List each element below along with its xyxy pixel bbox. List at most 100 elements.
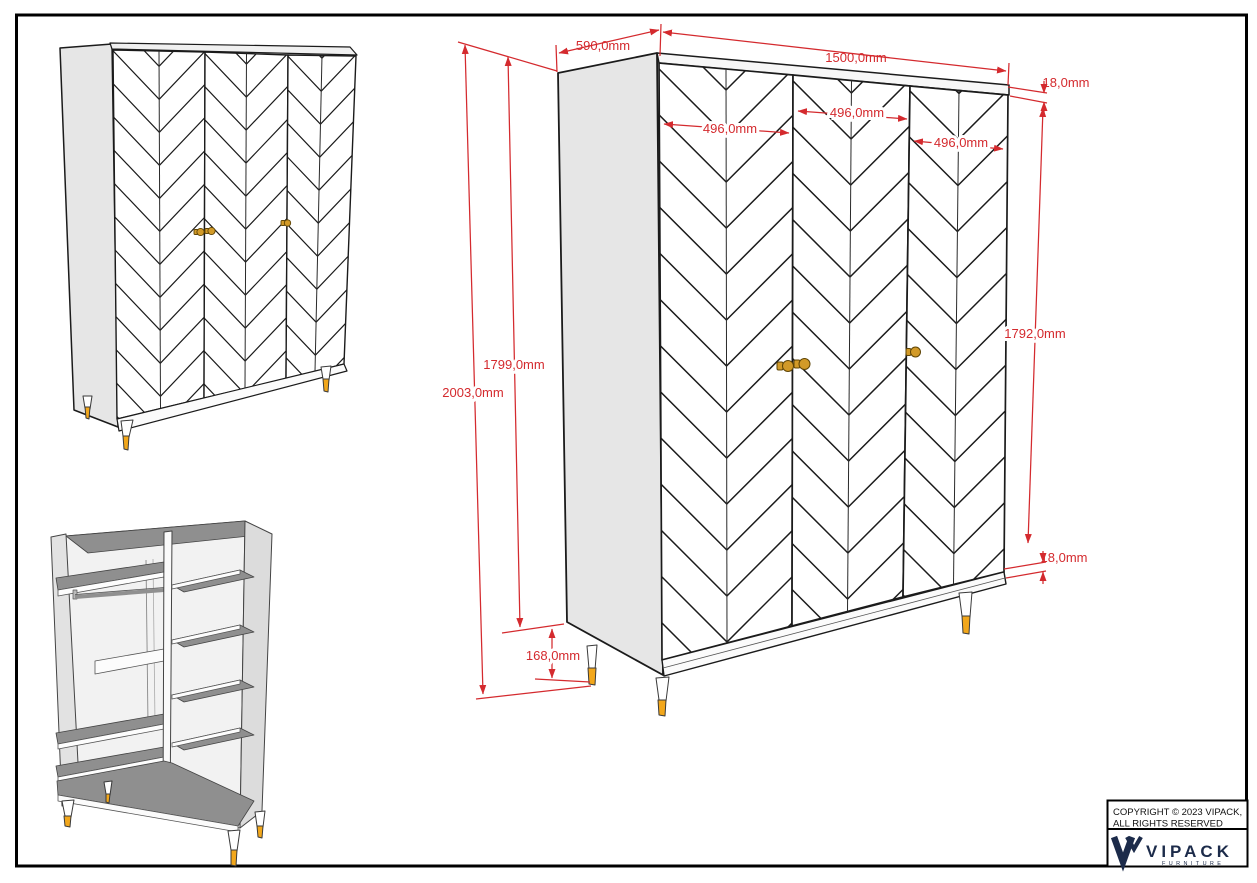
dimension-line bbox=[1005, 570, 1047, 579]
dimension-line bbox=[797, 108, 908, 122]
hanging-rail-edge bbox=[74, 587, 165, 595]
legs bbox=[61, 780, 266, 867]
dimension-line bbox=[461, 44, 487, 695]
dimension-label: 2003,0mm bbox=[442, 385, 503, 400]
dimension-line bbox=[504, 56, 524, 628]
chevron-line bbox=[792, 566, 910, 626]
dimension-body-height: 1799,0mm bbox=[480, 56, 548, 628]
dimension-line bbox=[663, 121, 790, 136]
leg-gold-tip bbox=[84, 406, 91, 420]
brand-name: VIPACK bbox=[1146, 842, 1233, 861]
logo-small-v bbox=[1125, 835, 1143, 854]
leg bbox=[120, 419, 134, 438]
brand-subtitle: FURNITURE bbox=[1162, 861, 1224, 867]
legs bbox=[586, 591, 973, 717]
dimension-depth: 590,0mm bbox=[555, 23, 662, 73]
shelf-edge bbox=[171, 569, 241, 590]
knob-icon bbox=[782, 360, 794, 372]
dimension-label: 496,0mm bbox=[703, 121, 757, 136]
dimension-door2-width: 496,0mm bbox=[797, 102, 908, 123]
leg-gold-tip bbox=[256, 825, 264, 839]
dimension-width: 1500,0mm bbox=[662, 29, 1010, 86]
door-panel-3 bbox=[902, 85, 1009, 598]
page-border bbox=[15, 13, 1248, 868]
dimension-line bbox=[558, 28, 660, 55]
door-knobs bbox=[776, 346, 921, 372]
chevron-line bbox=[777, 0, 925, 1]
copyright-line-2: ALL RIGHTS RESERVED bbox=[1113, 819, 1223, 830]
door-center-seam bbox=[314, 55, 323, 372]
interior-wardrobe-view bbox=[50, 520, 273, 867]
dimension-line bbox=[1007, 86, 1048, 94]
leg bbox=[254, 810, 266, 828]
chevron-line bbox=[888, 0, 1023, 48]
dimension-label: 496,0mm bbox=[934, 135, 988, 150]
dimension-annotations: 590,0mm 1500,0mm 496,0mm 496,0mm 496,0mm 18,0… bbox=[439, 23, 1090, 700]
leg-gold-tip bbox=[230, 849, 238, 867]
leg-gold-tip bbox=[587, 667, 597, 686]
dimension-top-thickness: 18,0mm bbox=[1007, 75, 1090, 115]
leg-gold-tip bbox=[63, 815, 72, 828]
chevron-line bbox=[888, 0, 1023, 2]
knob-icon bbox=[207, 226, 216, 236]
side-panel bbox=[557, 52, 664, 676]
dimension-door3-width: 496,0mm bbox=[913, 132, 1004, 153]
dimension-line bbox=[555, 44, 558, 73]
main-dimension-view bbox=[557, 0, 1023, 717]
door-knobs bbox=[193, 219, 292, 237]
chevron-line bbox=[98, 0, 220, 33]
leg-gold-tip bbox=[322, 378, 330, 393]
dimension-line bbox=[501, 623, 565, 634]
knob-icon bbox=[798, 358, 811, 370]
side-panel bbox=[59, 43, 119, 428]
dimension-total-height: 2003,0mm bbox=[439, 44, 507, 695]
dimension-label: 1799,0mm bbox=[483, 357, 544, 372]
leg-gold-tip bbox=[122, 435, 130, 451]
knob-icon bbox=[196, 227, 205, 237]
dimension-bottom-thickness: 18,0mm bbox=[1003, 550, 1087, 584]
chevron-line bbox=[271, 0, 371, 25]
vipack-logo-icon bbox=[1110, 835, 1143, 872]
chevron-line bbox=[777, 0, 925, 47]
leg bbox=[958, 591, 973, 618]
right-column-shelves bbox=[171, 569, 255, 751]
dimension-label: 168,0mm bbox=[526, 648, 580, 663]
dimension-door-height: 1792,0mm bbox=[1001, 107, 1069, 544]
leg bbox=[320, 365, 332, 381]
dimension-line bbox=[662, 29, 1007, 74]
shelf-edge bbox=[171, 679, 241, 700]
dimension-extension-lines bbox=[457, 41, 592, 700]
hanging-rail bbox=[74, 588, 165, 599]
back-divider-edge bbox=[152, 558, 156, 724]
dimension-line bbox=[1024, 107, 1047, 544]
vipack-logo: VIPACK FURNITURE bbox=[1110, 835, 1233, 872]
bottom-board bbox=[116, 363, 348, 432]
top-panel bbox=[109, 42, 358, 56]
door-center-seam bbox=[158, 50, 161, 409]
copyright-line-1: COPYRIGHT © 2023 VIPACK, bbox=[1113, 807, 1242, 818]
dimension-line bbox=[1009, 95, 1048, 104]
dimension-label: 1500,0mm bbox=[825, 50, 886, 65]
leg-gold-tip bbox=[961, 615, 971, 635]
knob-icon bbox=[283, 219, 292, 227]
legs bbox=[82, 365, 332, 451]
chevron-line bbox=[903, 529, 1008, 597]
dimension-line bbox=[659, 23, 662, 57]
dimension-leg-height: 168,0mm bbox=[523, 628, 591, 683]
dimension-label: 590,0mm bbox=[576, 38, 630, 53]
dimension-line bbox=[457, 41, 558, 72]
dimension-door1-width: 496,0mm bbox=[663, 118, 790, 139]
copyright-box-border bbox=[1106, 799, 1249, 868]
chevron-line bbox=[113, 363, 205, 419]
shelf-edge bbox=[171, 624, 241, 645]
dimension-line bbox=[534, 678, 591, 683]
leg bbox=[61, 799, 75, 818]
dimension-line bbox=[475, 685, 592, 700]
dimension-label: 18,0mm bbox=[1043, 75, 1090, 90]
door-center-seam bbox=[244, 53, 247, 389]
bottom-board bbox=[661, 571, 1007, 677]
shelf-edge bbox=[171, 727, 241, 748]
knob-icon bbox=[910, 346, 921, 358]
